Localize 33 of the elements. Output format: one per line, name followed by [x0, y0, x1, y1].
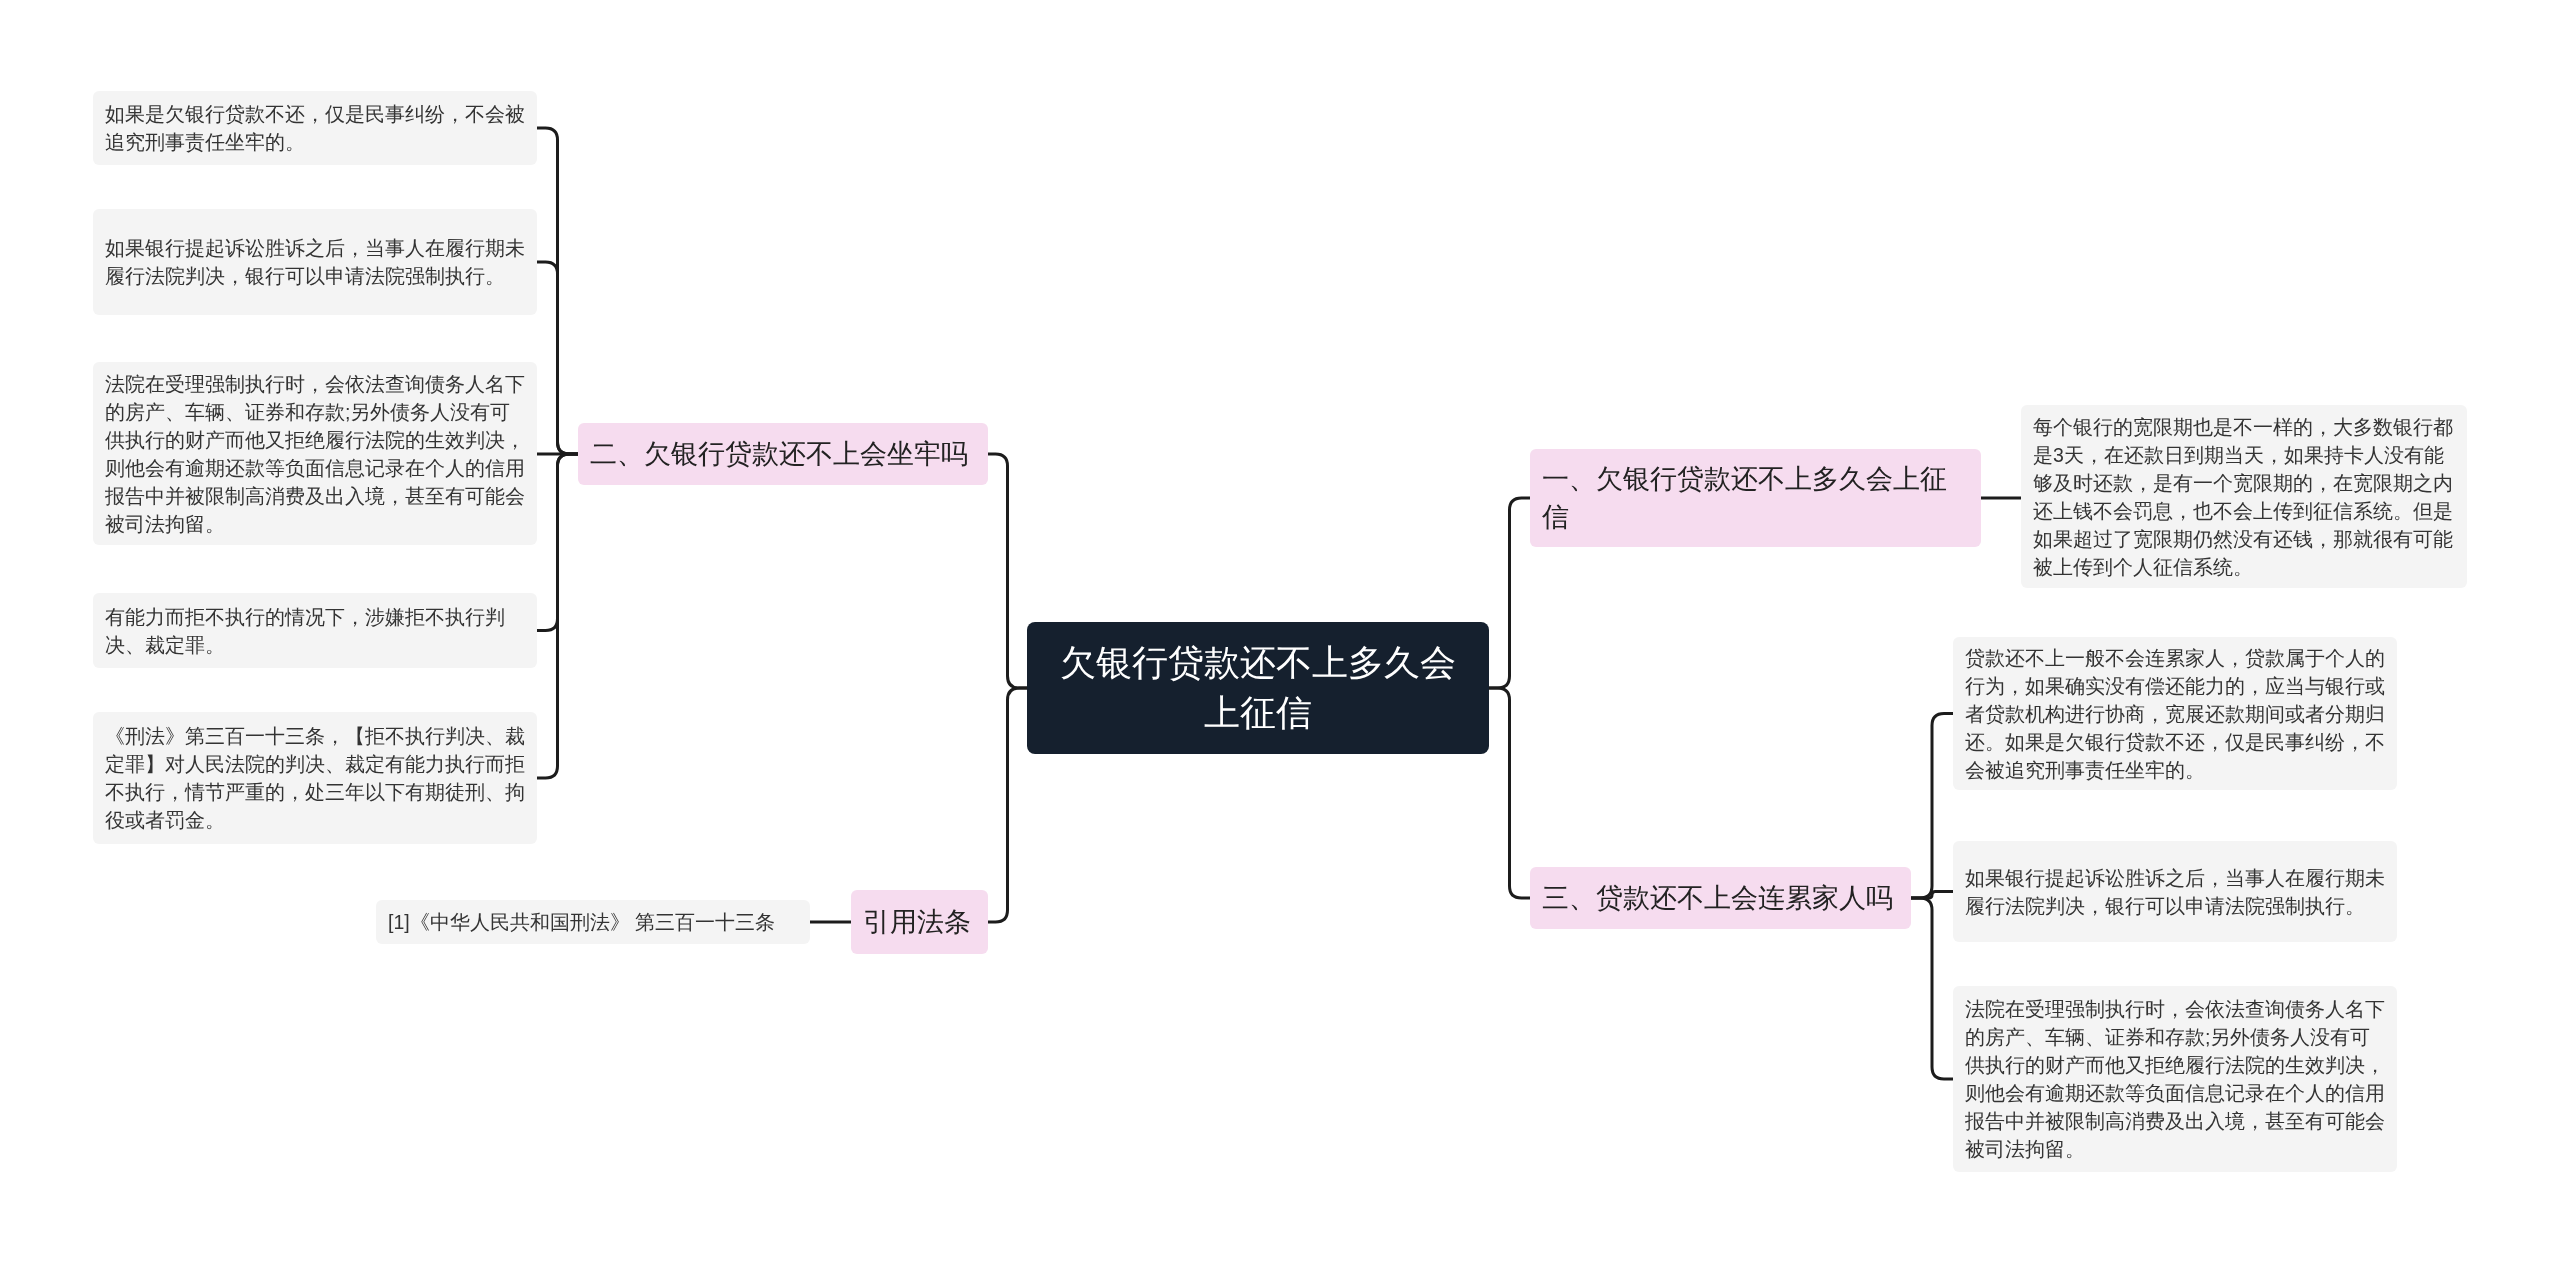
topic-box: [1530, 867, 1911, 929]
note-box: [376, 900, 810, 944]
note-box: [93, 712, 537, 844]
topic-label: 二、欠银行贷款还不上会坐牢吗: [590, 438, 969, 471]
connector-line: [537, 452, 578, 780]
connector-line: [1489, 686, 1530, 900]
note-box: [93, 209, 537, 315]
note-text: 有能力而拒不执行的情况下，涉嫌拒不执行判决、裁定罪。: [105, 604, 506, 658]
note-box: [93, 91, 537, 165]
note-text: 如果是欠银行贷款不还，仅是民事纠纷，不会被追究刑事责任坐牢的。: [105, 102, 525, 155]
topic-label: 一、欠银行贷款还不上多久会上征信: [1542, 463, 1948, 534]
note-text: 每个银行的宽限期也是不一样的，大多数银行都是3天，在还款日到期当天，如果持卡人没有能够及时还款，是有一个宽限期的，在宽限期之内还上钱不会罚息，也不会上传到征信系统。但是如果超过了宽限期仍然没有还钱，那就很有可能被上传到个人征信系统。: [2033, 414, 2454, 580]
root-title: 欠银行贷款还不上多久会上征信: [1059, 641, 1457, 735]
root-box: [1027, 622, 1489, 754]
topic-label: 三、贷款还不上会连累家人吗: [1542, 882, 1894, 915]
connector-line: [1981, 496, 2021, 500]
topic-label: 引用法条: [863, 906, 972, 939]
note-box: [93, 593, 537, 668]
connector-line: [988, 686, 1027, 924]
note-text: 法院在受理强制执行时，会依法查询债务人名下的房产、车辆、证券和存款;另外债务人没有可供执行的财产而他又拒绝履行法院的生效判决，则他会有逾期还款等负面信息记录在个人的信用报告中并被限制高消费及出入境，甚至有可能会被司法拘留。: [105, 371, 525, 537]
connector-line: [810, 920, 851, 924]
note-text: 如果银行提起诉讼胜诉之后，当事人在履行期未履行法院判决，银行可以申请法院强制执行。: [1965, 865, 2385, 919]
note-text: [1]《中华人民共和国刑法》 第三百一十三条: [388, 910, 777, 935]
topic-box: [851, 890, 988, 954]
topic-box: [1530, 449, 1981, 547]
note-text: 贷款还不上一般不会连累家人，贷款属于个人的行为，如果确实没有偿还能力的，应当与银行或者贷款机构进行协商，宽展还款期间或者分期归还。如果是欠银行贷款不还，仅是民事纠纷，不会被追究刑事责任坐牢的。: [1965, 645, 2385, 783]
note-text: 法院在受理强制执行时，会依法查询债务人名下的房产、车辆、证券和存款;另外债务人没有可供执行的财产而他又拒绝履行法院的生效判决，则他会有逾期还款等负面信息记录在个人的信用报告中并被限制高消费及出入境，甚至有可能会被司法拘留。: [1965, 997, 2385, 1162]
note-text: 如果银行提起诉讼胜诉之后，当事人在履行期未履行法院判决，银行可以申请法院强制执行。: [105, 236, 525, 289]
note-box: [1953, 841, 2397, 942]
note-box: [1953, 986, 2397, 1172]
connector-line: [1911, 896, 1953, 1081]
note-text: 《刑法》第三百一十三条，【拒不执行判决、裁定罪】对人民法院的判决、裁定有能力执行而拒不执行，情节严重的，处三年以下有期徒刑、拘役或者罚金。: [105, 724, 525, 833]
topic-box: [578, 423, 988, 485]
